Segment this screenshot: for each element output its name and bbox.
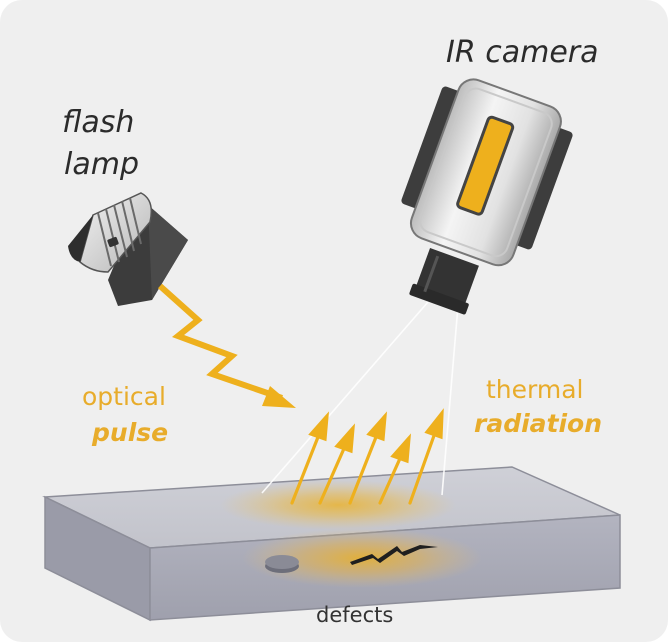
crack-defect-icon — [350, 545, 438, 565]
surface-heat-glow — [220, 480, 456, 530]
ir-camera-label: IR camera — [446, 35, 599, 70]
camera-view-lines — [261, 301, 459, 496]
thermal-arrow-icon — [408, 408, 444, 505]
flash-lamp-icon — [68, 192, 188, 306]
ir-camera-icon — [401, 78, 573, 315]
pulse-label: pulse — [92, 418, 169, 447]
radiation-label: radiation — [474, 409, 603, 438]
thermal-arrow-icon — [290, 411, 330, 505]
lamp-label: lamp — [64, 147, 139, 182]
thermal-arrow-icon — [378, 433, 412, 505]
defects-label: defects — [316, 603, 394, 627]
flash-label: flash — [62, 105, 135, 140]
thermal-arrows — [290, 408, 444, 505]
lightning-pulse-icon — [157, 283, 296, 408]
thermal-label: thermal — [486, 375, 584, 404]
thermal-arrow-icon — [318, 423, 356, 505]
thermal-arrow-icon — [348, 411, 388, 505]
optical-label: optical — [82, 382, 166, 411]
void-defect-icon — [265, 555, 299, 573]
sample-slab — [42, 466, 621, 622]
